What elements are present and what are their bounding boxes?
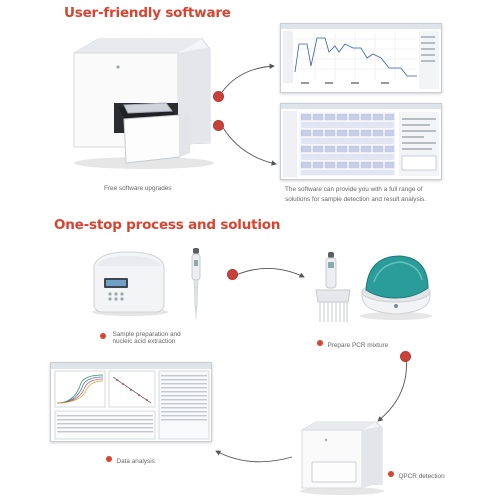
data-analysis-screenshot — [50, 362, 212, 442]
step-label-sample-prep: Sample preparation and nucleic acid extr… — [100, 331, 181, 349]
software-screenshot-amplification — [280, 23, 442, 93]
arrow-icon — [377, 356, 407, 422]
caption-software-line1: The software can provide you with a full… — [285, 186, 423, 193]
qpcr-instrument-open-image — [66, 35, 216, 170]
step-label-qpcr: QPCR detection — [388, 465, 445, 483]
step-dot-icon — [228, 270, 237, 279]
qpcr-label: QPCR detection — [398, 473, 445, 480]
step-dot-icon — [317, 339, 323, 346]
software-screenshot-plate-setup — [280, 103, 442, 180]
step-dot-icon — [100, 333, 106, 339]
process-flow-arrows — [200, 255, 470, 475]
caption-free-upgrades: Free software upgrades — [104, 185, 172, 192]
centrifuge-image — [88, 248, 170, 318]
qpcr-instrument-closed-image — [296, 418, 384, 496]
arrow-icon — [215, 450, 293, 463]
multichannel-pipette-image — [312, 250, 354, 328]
sample-prep-line2: nucleic acid extraction — [112, 338, 176, 345]
step-dot-icon — [106, 455, 112, 462]
step-label-data-analysis: Data analysis — [106, 450, 155, 468]
arrow-icon — [210, 60, 290, 180]
arrow-icon — [235, 268, 305, 278]
step-dot-icon — [401, 352, 410, 361]
step-label-pcr-mixture: Prepare PCR mixture — [317, 334, 388, 352]
sample-prep-line1: Sample preparation and — [112, 331, 181, 338]
step-dot-icon — [388, 470, 394, 477]
caption-software-line2: solutions for sample detection and resul… — [285, 196, 427, 203]
section-heading-process: One-stop process and solution — [54, 217, 281, 233]
step-dot-icon — [214, 92, 223, 101]
pcr-mixture-label: Prepare PCR mixture — [327, 342, 389, 349]
pipette-image — [186, 246, 206, 322]
step-dot-icon — [214, 121, 223, 130]
section-heading-software: User-friendly software — [64, 5, 231, 21]
data-analysis-label: Data analysis — [116, 458, 155, 465]
mini-centrifuge-image — [356, 252, 436, 322]
